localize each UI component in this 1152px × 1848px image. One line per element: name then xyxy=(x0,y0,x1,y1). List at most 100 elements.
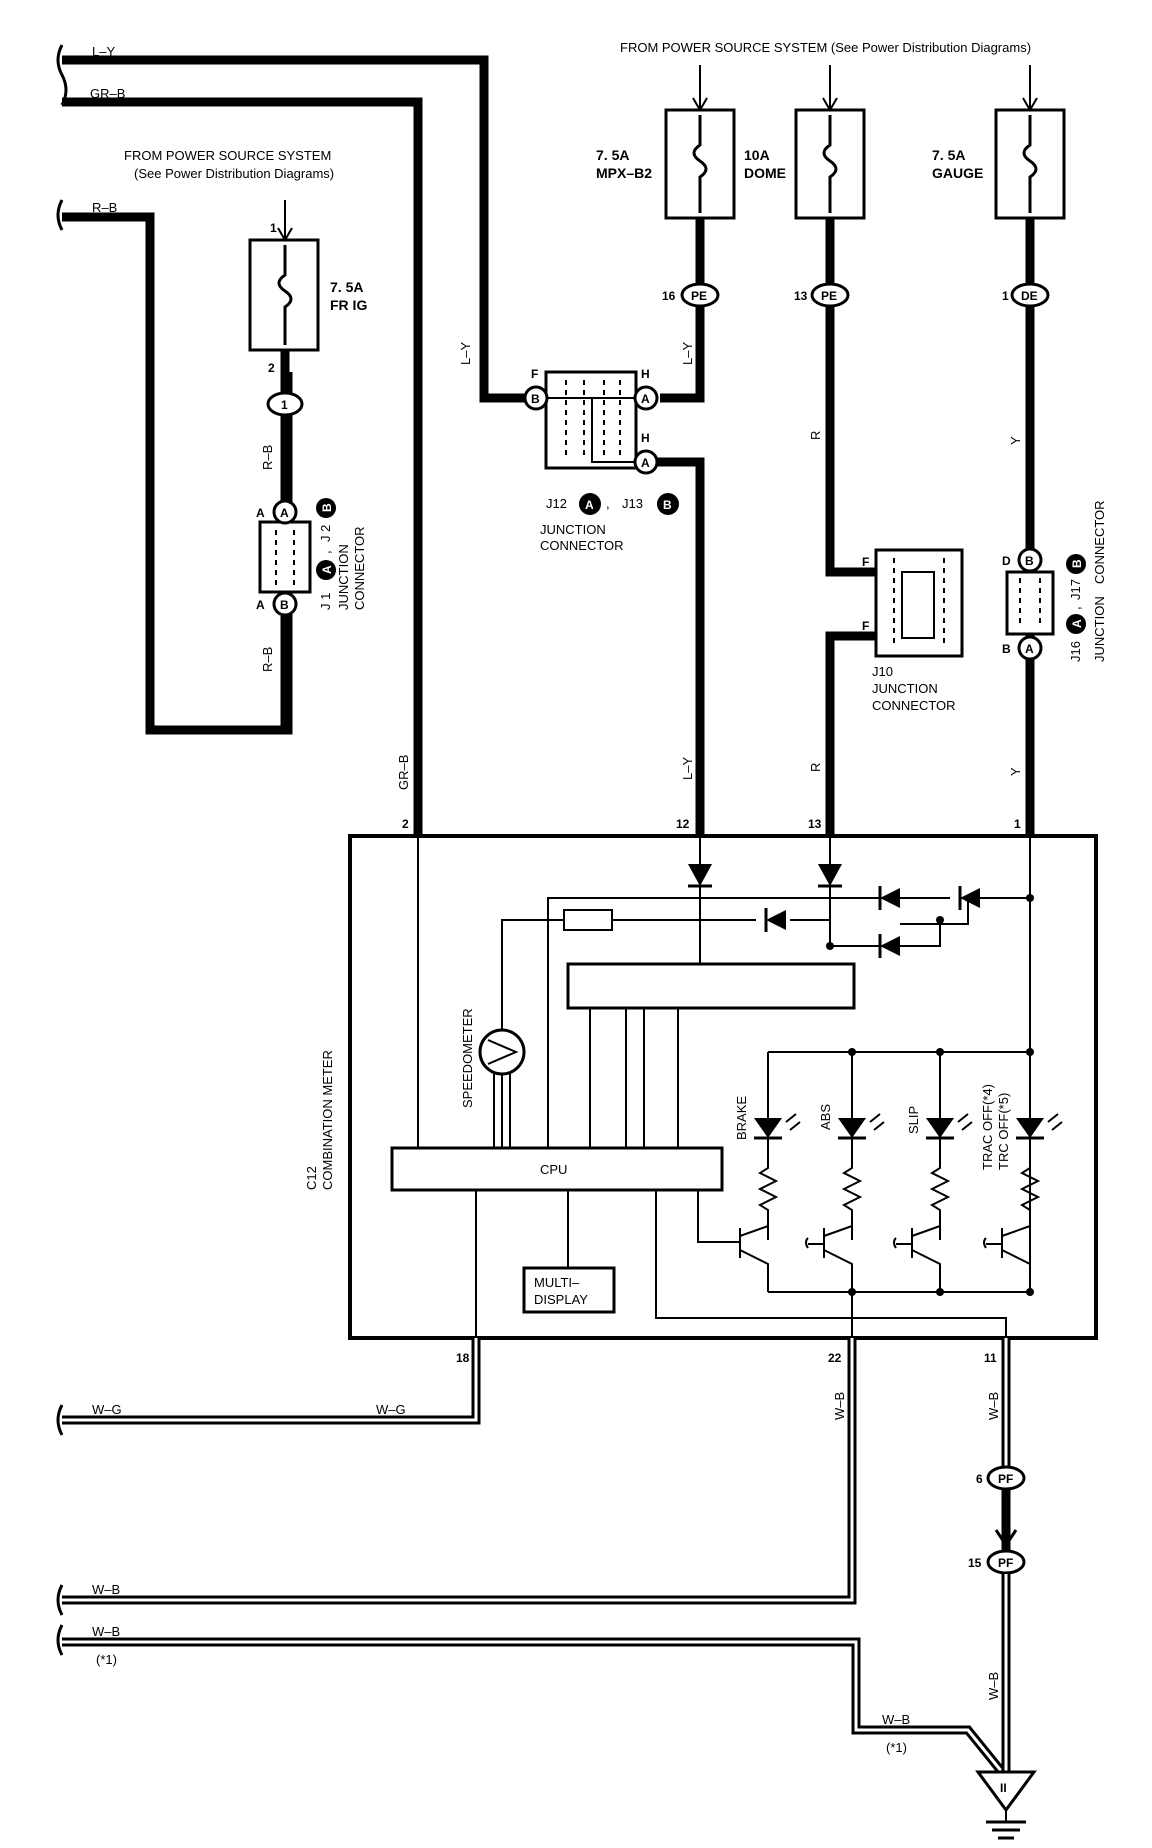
wire-wg-outer xyxy=(62,1338,481,1425)
pin-label: 15 xyxy=(968,1556,982,1570)
connector-pf-6: PF xyxy=(986,1465,1026,1491)
svg-text:PF: PF xyxy=(998,1472,1013,1486)
wire-grb xyxy=(62,97,423,836)
junction-j16-j17 xyxy=(1005,570,1055,636)
ground-label: II xyxy=(1000,1781,1007,1795)
label-text: CONNECTOR xyxy=(352,526,367,610)
indicator-trac-label: TRAC OFF(*4) xyxy=(980,1084,995,1170)
speedometer-gauge-icon xyxy=(478,1028,526,1148)
pin-letter: B xyxy=(320,503,334,512)
circle-b xyxy=(316,498,336,518)
wire-ly-top xyxy=(62,55,530,403)
svg-text:PE: PE xyxy=(691,289,707,303)
svg-text:J12: J12 xyxy=(546,496,567,511)
pin-label: 11 xyxy=(984,1351,997,1365)
cpu-block xyxy=(390,1146,724,1192)
multi-display-block xyxy=(522,1266,616,1314)
pin-b-j12 xyxy=(523,385,549,411)
wire-note-1-left: (*1) xyxy=(96,1652,117,1667)
pin-label: H xyxy=(641,431,650,445)
pin-label: 18 xyxy=(456,1351,470,1365)
svg-text:,: , xyxy=(1068,606,1083,610)
pin-label: 1 xyxy=(1014,817,1021,831)
j1-j2-label: J 1 A , J 2 B JUNCTION CONNECTOR xyxy=(316,498,367,610)
pin-letter: A xyxy=(641,456,650,470)
pin-label: 13 xyxy=(794,289,808,303)
label-text: JUNCTION xyxy=(336,544,351,610)
connector-de-1: DE xyxy=(1010,282,1050,308)
pin-letter: B xyxy=(1025,554,1034,568)
pin-a-j16-bottom xyxy=(1017,635,1043,661)
wire-label-wb-left-2: W–B xyxy=(92,1624,120,1639)
multi-display-label: MULTI– xyxy=(534,1275,580,1290)
wire-label-wg-right: W–G xyxy=(376,1402,406,1417)
junction-j10 xyxy=(874,548,964,658)
meter-label: C12 COMBINATION METER xyxy=(304,1050,335,1190)
pin-label: F xyxy=(862,555,869,569)
wire-label-wg-left: W–G xyxy=(92,1402,122,1417)
combination-meter-frame xyxy=(348,834,1098,1340)
fuse-name-mpx: MPX–B2 xyxy=(596,165,652,181)
pin-label: D xyxy=(1002,554,1011,568)
j10-label-line2: CONNECTOR xyxy=(872,698,956,713)
svg-text:CONNECTOR: CONNECTOR xyxy=(1092,500,1107,584)
label-text: J 2 xyxy=(318,525,333,542)
pin-label: 16 xyxy=(662,289,676,303)
wire-label-ly-lower: L–Y xyxy=(680,757,695,780)
ground-icon xyxy=(975,1770,1037,1840)
pin-label: B xyxy=(1002,642,1011,656)
diode-icon xyxy=(958,886,980,910)
svg-text:B: B xyxy=(663,498,672,512)
pin-b-j1 xyxy=(272,591,298,617)
wire-label-ly-left: L–Y xyxy=(458,342,473,365)
pin-b-j16-top xyxy=(1017,547,1043,573)
wire-label-rb: R–B xyxy=(260,647,275,672)
cpu-label: CPU xyxy=(540,1162,567,1177)
connector-pe-16: PE xyxy=(680,282,720,308)
resistor-icon xyxy=(563,909,613,931)
comma: , xyxy=(318,550,333,554)
diode-icon xyxy=(688,864,712,888)
power-source-header-right: FROM POWER SOURCE SYSTEM (See Power Dist… xyxy=(620,40,1031,55)
wire-note-1-bottom: (*1) xyxy=(886,1740,907,1755)
wire-wb-22-outer xyxy=(62,1338,857,1605)
svg-text:C12: C12 xyxy=(304,1166,319,1190)
wire-label-rb-top: R–B xyxy=(92,200,117,215)
pin-label: 1 xyxy=(1002,289,1009,303)
wire-label-wb-11: W–B xyxy=(986,1392,1001,1420)
power-source-header-left: FROM POWER SOURCE SYSTEM xyxy=(124,148,331,163)
svg-text:JUNCTION: JUNCTION xyxy=(1092,596,1107,662)
svg-text:B: B xyxy=(1070,559,1084,568)
fuse-amp-dome: 10A xyxy=(744,147,770,163)
speedometer-label: SPEEDOMETER xyxy=(460,1008,475,1108)
led-icon xyxy=(926,1100,973,1140)
pin-letter: B xyxy=(531,392,540,406)
j12-j13-label: J12 A , J13 B JUNCTION CONNECTOR xyxy=(540,493,679,553)
svg-text:PE: PE xyxy=(821,289,837,303)
j16-j17-label: J16 A , J17 B JUNCTION CONNECTOR xyxy=(1066,500,1107,662)
svg-text:A: A xyxy=(585,498,594,512)
pin-letter: A xyxy=(320,565,334,574)
pin-label: H xyxy=(641,367,650,381)
j10-label: J10 xyxy=(872,664,893,679)
fuse-dome xyxy=(794,65,866,220)
pin-a-j12-top xyxy=(633,385,659,411)
wire-label-grb-top: GR–B xyxy=(90,86,125,101)
pin-label: 2 xyxy=(268,361,275,375)
connector-1 xyxy=(266,391,304,417)
wire-label-rb: R–B xyxy=(260,445,275,470)
wire-label-y-lower: Y xyxy=(1008,767,1023,776)
fuse-name-dome: DOME xyxy=(744,165,786,181)
wire-r-dome xyxy=(825,306,876,577)
ic-block xyxy=(566,962,856,1010)
wire-wb-note-inner xyxy=(62,1640,1004,1773)
svg-text:JUNCTION: JUNCTION xyxy=(540,522,606,537)
indicator-brake-label: BRAKE xyxy=(734,1096,749,1140)
svg-text:COMBINATION METER: COMBINATION METER xyxy=(320,1050,335,1190)
pin-label: 22 xyxy=(828,1351,842,1365)
wire-ly-to-meter xyxy=(657,457,705,836)
wire-wb-22-inner xyxy=(62,1338,854,1602)
transistor-icon xyxy=(739,1225,1031,1292)
pin-label: 12 xyxy=(676,817,690,831)
